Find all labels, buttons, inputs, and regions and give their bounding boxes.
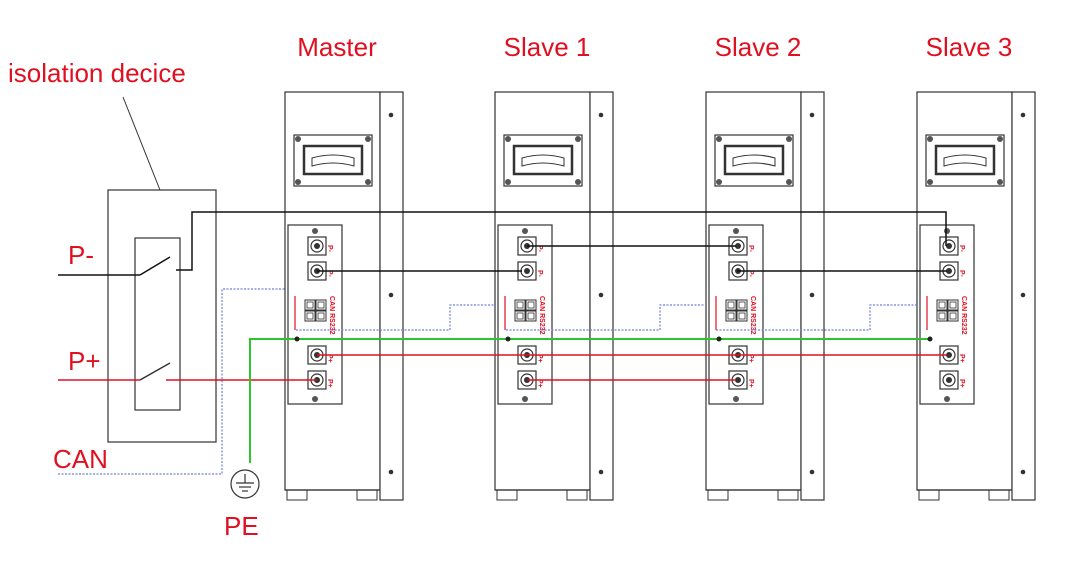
connector-icon [307, 236, 327, 256]
switch-icon [139, 362, 171, 381]
can-port [304, 299, 327, 322]
port-label: P- [747, 245, 754, 253]
screw-icon [1020, 469, 1026, 475]
p-plus-label: P+ [68, 346, 101, 376]
switch-icon [139, 256, 171, 276]
port-label: P- [958, 270, 965, 278]
ground-icon [230, 469, 260, 499]
port-label: P+ [747, 379, 754, 388]
foot [707, 489, 729, 501]
p-minus-main-wire [176, 211, 947, 271]
screw-icon [388, 469, 394, 475]
p-minus-label: P- [68, 240, 94, 270]
port-label: P+ [958, 354, 965, 363]
screw-icon [388, 112, 394, 118]
cabinet: Slave 3 P- P- P+ P+ CAN RS232 [916, 32, 1036, 501]
port-label: P- [326, 245, 333, 253]
cabinet: Slave 2 P- P- P+ P+ CAN RS232 [705, 32, 825, 501]
foot [496, 489, 518, 501]
port-label: P- [326, 270, 333, 278]
screw-icon [809, 469, 815, 475]
foot [286, 489, 308, 501]
screw-icon [388, 292, 394, 298]
cabinet: Slave 1 P- P- P+ P+ CAN RS232 [494, 32, 614, 501]
can-wire-slave2-slave3 [716, 304, 918, 331]
port-panel: P- P- P+ P+ CAN RS232 [497, 224, 553, 405]
wiring [58, 211, 947, 475]
can-label: CAN [53, 444, 108, 474]
screw-icon [809, 112, 815, 118]
screw-icon [598, 112, 604, 118]
port-label: P+ [326, 379, 333, 388]
module-name: Slave 1 [504, 32, 591, 62]
pe-label: PE [224, 511, 259, 541]
port-label: P- [747, 270, 754, 278]
module-name: Slave 2 [715, 32, 802, 62]
foot [356, 489, 378, 501]
ground-node [716, 336, 722, 342]
can-wire-input [58, 288, 285, 475]
can-port [936, 299, 959, 322]
module-name: Slave 3 [926, 32, 1013, 62]
module-name: Master [297, 32, 377, 62]
handle-icon [293, 134, 373, 187]
connector-icon [939, 370, 959, 390]
ground-node [505, 336, 511, 342]
foot [566, 489, 588, 501]
foot [988, 489, 1010, 501]
handle-icon [714, 134, 794, 187]
screw-icon [809, 292, 815, 298]
screw-icon [1020, 112, 1026, 118]
foot [918, 489, 940, 501]
port-label: P+ [536, 379, 543, 388]
port-label: P+ [747, 354, 754, 363]
can-port [514, 299, 537, 322]
ground-node [294, 336, 300, 342]
handle-icon [503, 134, 583, 187]
port-label: P- [958, 245, 965, 253]
port-label: P- [536, 245, 543, 253]
port-panel: P- P- P+ P+ CAN RS232 [287, 224, 343, 405]
can-port [725, 299, 748, 322]
port-label: P+ [958, 379, 965, 388]
handle-icon [925, 134, 1005, 187]
ground-wire [249, 338, 932, 463]
can-port-label: CAN RS232 [960, 296, 967, 335]
can-port-label: CAN RS232 [538, 296, 545, 335]
port-panel: P- P- P+ P+ CAN RS232 [919, 224, 975, 405]
screw-icon [598, 469, 604, 475]
port-label: P- [536, 270, 543, 278]
foot [777, 489, 799, 501]
screw-icon [598, 292, 604, 298]
port-panel: P- P- P+ P+ CAN RS232 [708, 224, 764, 405]
port-label: P+ [536, 354, 543, 363]
can-port-label: CAN RS232 [328, 296, 335, 335]
screw-icon [1020, 292, 1026, 298]
port-label: P+ [326, 354, 333, 363]
can-wire-master-slave1 [296, 304, 496, 331]
ground-node [927, 336, 933, 342]
can-wire-slave1-slave2 [506, 304, 706, 331]
can-port-label: CAN RS232 [749, 296, 756, 335]
isolation-device-label: isolation decice [8, 58, 186, 88]
isolation-device: isolation decice [8, 58, 217, 443]
connector-icon [939, 236, 959, 256]
